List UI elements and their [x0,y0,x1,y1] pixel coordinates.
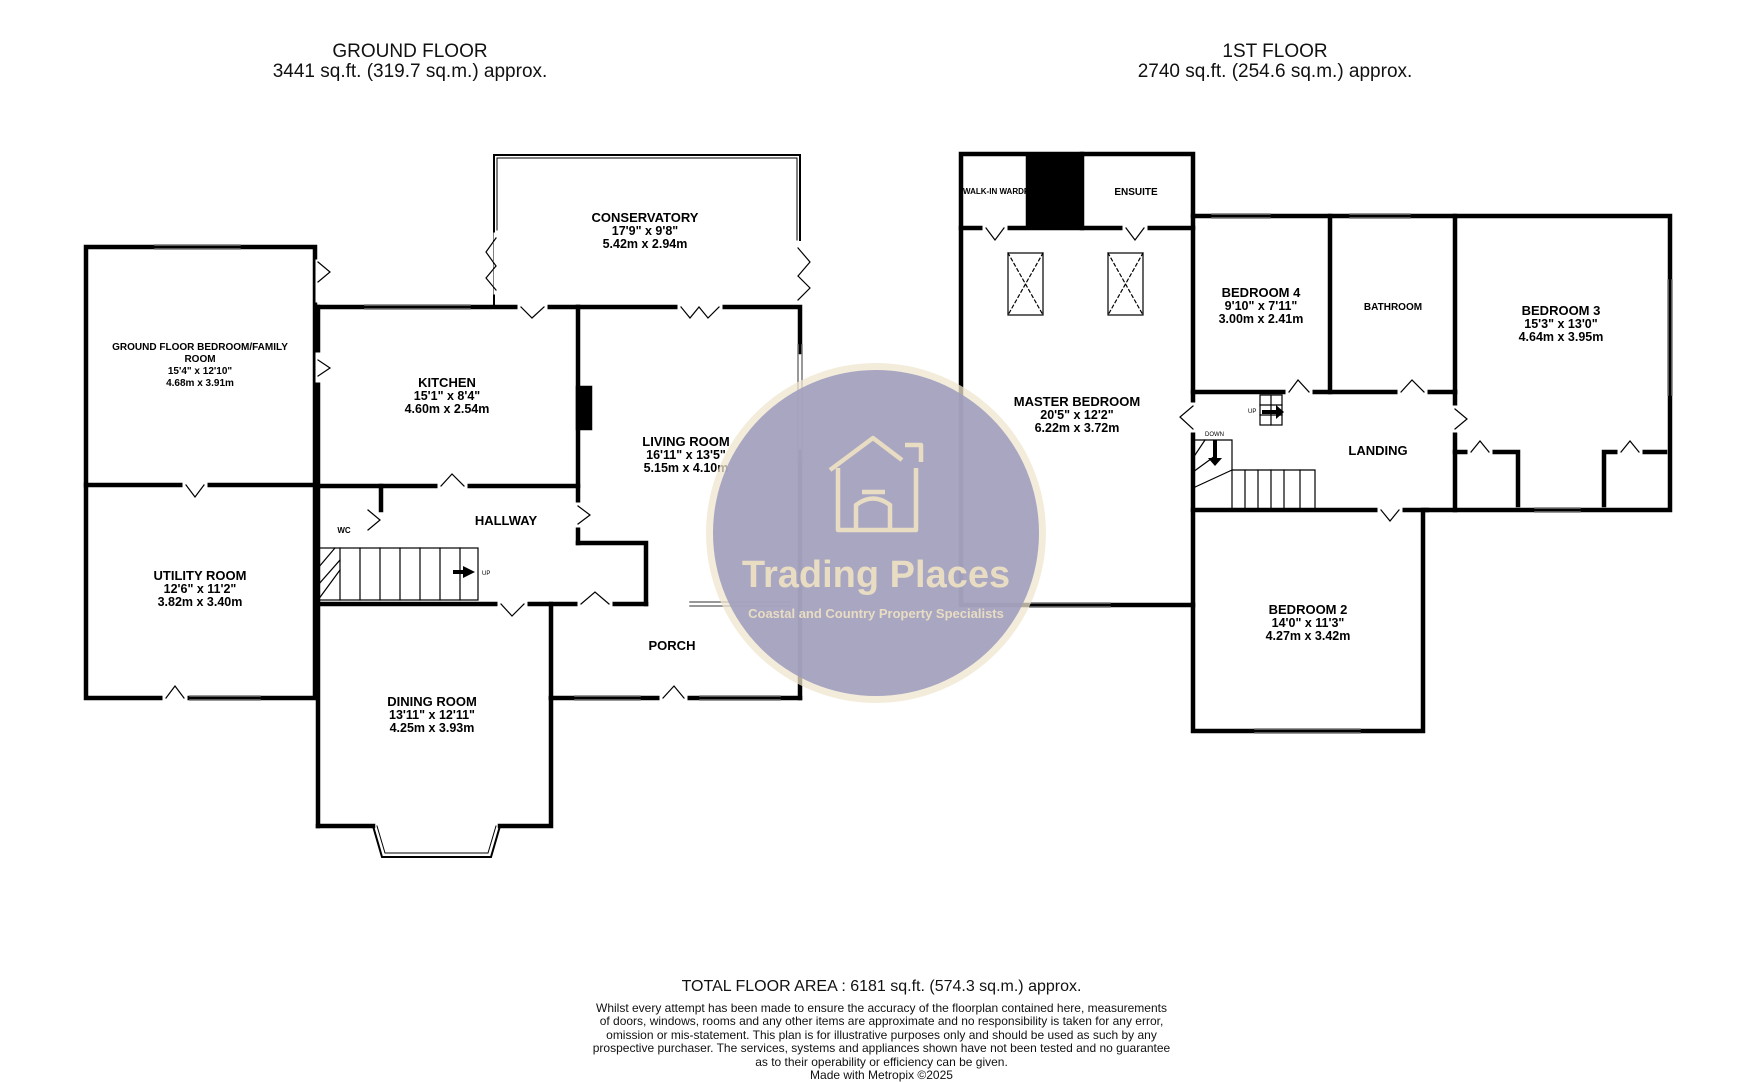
first-stairs-up-label: UP [1248,409,1256,415]
room-conservatory: CONSERVATORY 17'9" x 9'8" 5.42m x 2.94m [592,210,699,251]
first-floor-windows [1029,213,1673,734]
watermark-tagline: Coastal and Country Property Specialists [748,606,1004,621]
skylights [1007,252,1144,316]
utility-room-imperial: 12'6" x 11'2" [164,582,237,596]
watermark: Trading Places Coastal and Country Prope… [706,363,1046,703]
room-wc: WC [337,526,351,535]
bedroom3-imperial: 15'3" x 13'0" [1524,317,1597,331]
family-room-name-2: ROOM [184,354,215,365]
kitchen-imperial: 15'1" x 8'4" [414,389,481,403]
utility-room-metric: 3.82m x 3.40m [158,595,243,609]
kitchen-metric: 4.60m x 2.54m [405,402,490,416]
bedroom4-imperial: 9'10" x 7'11" [1225,299,1298,313]
dining-room-metric: 4.25m x 3.93m [390,721,475,735]
room-bedroom-4: BEDROOM 4 9'10" x 7'11" 3.00m x 2.41m [1219,285,1304,326]
living-room-name: LIVING ROOM [642,434,729,449]
room-landing: LANDING [1348,443,1407,458]
bedroom4-name: BEDROOM 4 [1222,285,1302,300]
first-floor-area: 2740 sq.ft. (254.6 sq.m.) approx. [1137,61,1413,82]
bedroom2-imperial: 14'0" x 11'3" [1272,616,1345,630]
room-hallway: HALLWAY [475,513,538,528]
watermark-disc [713,370,1039,696]
first-floor-header: 1ST FLOOR 2740 sq.ft. (254.6 sq.m.) appr… [1115,42,1435,82]
family-room-name-1: GROUND FLOOR BEDROOM/FAMILY [112,342,288,353]
bedroom2-metric: 4.27m x 3.42m [1266,629,1351,643]
disclaimer-line: omission or mis-statement. This plan is … [606,1027,1157,1042]
stair-arrows [453,405,1284,578]
room-utility: UTILITY ROOM 12'6" x 11'2" 3.82m x 3.40m [154,568,247,609]
ground-floor-walls [83,244,803,829]
disclaimer-line: prospective purchaser. The services, sys… [592,1041,1171,1056]
first-floor-title: 1ST FLOOR [1222,41,1328,62]
disclaimer-line: Whilst every attempt has been made to en… [596,1001,1167,1015]
room-ensuite: ENSUITE [1114,187,1158,198]
room-family: GROUND FLOOR BEDROOM/FAMILY ROOM 15'4" x… [112,342,288,389]
room-walk-in-wardrobe: WALK-IN WARDROBE [963,187,1048,196]
watermark-brand: Trading Places [742,554,1010,596]
family-room-metric: 4.68m x 3.91m [166,378,234,389]
first-stairs-down-label: DOWN [1205,432,1224,438]
room-bedroom-2: BEDROOM 2 14'0" x 11'3" 4.27m x 3.42m [1266,602,1351,643]
dining-bay-window [371,824,502,858]
room-living: LIVING ROOM 16'11" x 13'5" 5.15m x 4.10m [642,434,729,475]
room-porch: PORCH [649,638,696,653]
room-master-bedroom: MASTER BEDROOM 20'5" x 12'2" 6.22m x 3.7… [1014,394,1140,435]
living-room-imperial: 16'11" x 13'5" [646,448,726,462]
ground-floor-title: GROUND FLOOR [332,41,488,62]
conservatory-metric: 5.42m x 2.94m [603,237,688,251]
dining-room-imperial: 13'11" x 12'11" [389,708,475,722]
conservatory-imperial: 17'9" x 9'8" [612,224,679,238]
ground-floor-header: GROUND FLOOR 3441 sq.ft. (319.7 sq.m.) a… [260,42,560,82]
total-floor-area: TOTAL FLOOR AREA : 6181 sq.ft. (574.3 sq… [681,978,1082,995]
conservatory-name: CONSERVATORY [592,210,699,225]
room-bathroom: BATHROOM [1364,302,1422,313]
master-bedroom-name: MASTER BEDROOM [1014,394,1140,409]
living-room-metric: 5.15m x 4.10m [644,461,729,475]
bedroom4-metric: 3.00m x 2.41m [1219,312,1304,326]
disclaimer: Whilst every attempt has been made to en… [0,1001,1763,1082]
family-room-imperial: 15'4" x 12'10" [168,366,233,377]
bedroom2-name: BEDROOM 2 [1269,602,1348,617]
conservatory-walls [493,154,801,308]
first-floor-doors [982,225,1643,513]
room-dining: DINING ROOM 13'11" x 12'11" 4.25m x 3.93… [387,694,477,735]
disclaimer-line: as to their operability or efficiency ca… [755,1054,1008,1069]
master-bedroom-imperial: 20'5" x 12'2" [1040,408,1113,422]
credit: Made with Metropix ©2025 [810,1068,953,1082]
master-bedroom-metric: 6.22m x 3.72m [1035,421,1120,435]
kitchen-name: KITCHEN [418,375,476,390]
ground-floor-doors [162,232,801,701]
utility-room-name: UTILITY ROOM [154,568,247,583]
bedroom3-metric: 4.64m x 3.95m [1519,330,1604,344]
first-floor-stairs [1192,394,1316,511]
house-logo-icon [828,435,924,533]
first-floor-walls [958,151,1673,734]
ground-stairs-up-label: UP [482,571,490,577]
dining-room-name: DINING ROOM [387,694,477,709]
room-bedroom-3: BEDROOM 3 15'3" x 13'0" 4.64m x 3.95m [1519,303,1604,344]
ground-floor-area: 3441 sq.ft. (319.7 sq.m.) approx. [272,61,548,82]
disclaimer-line: of doors, windows, rooms and any other i… [599,1014,1164,1029]
bedroom3-name: BEDROOM 3 [1522,303,1601,318]
room-kitchen: KITCHEN 15'1" x 8'4" 4.60m x 2.54m [405,375,490,416]
ground-floor-stairs [317,547,479,601]
